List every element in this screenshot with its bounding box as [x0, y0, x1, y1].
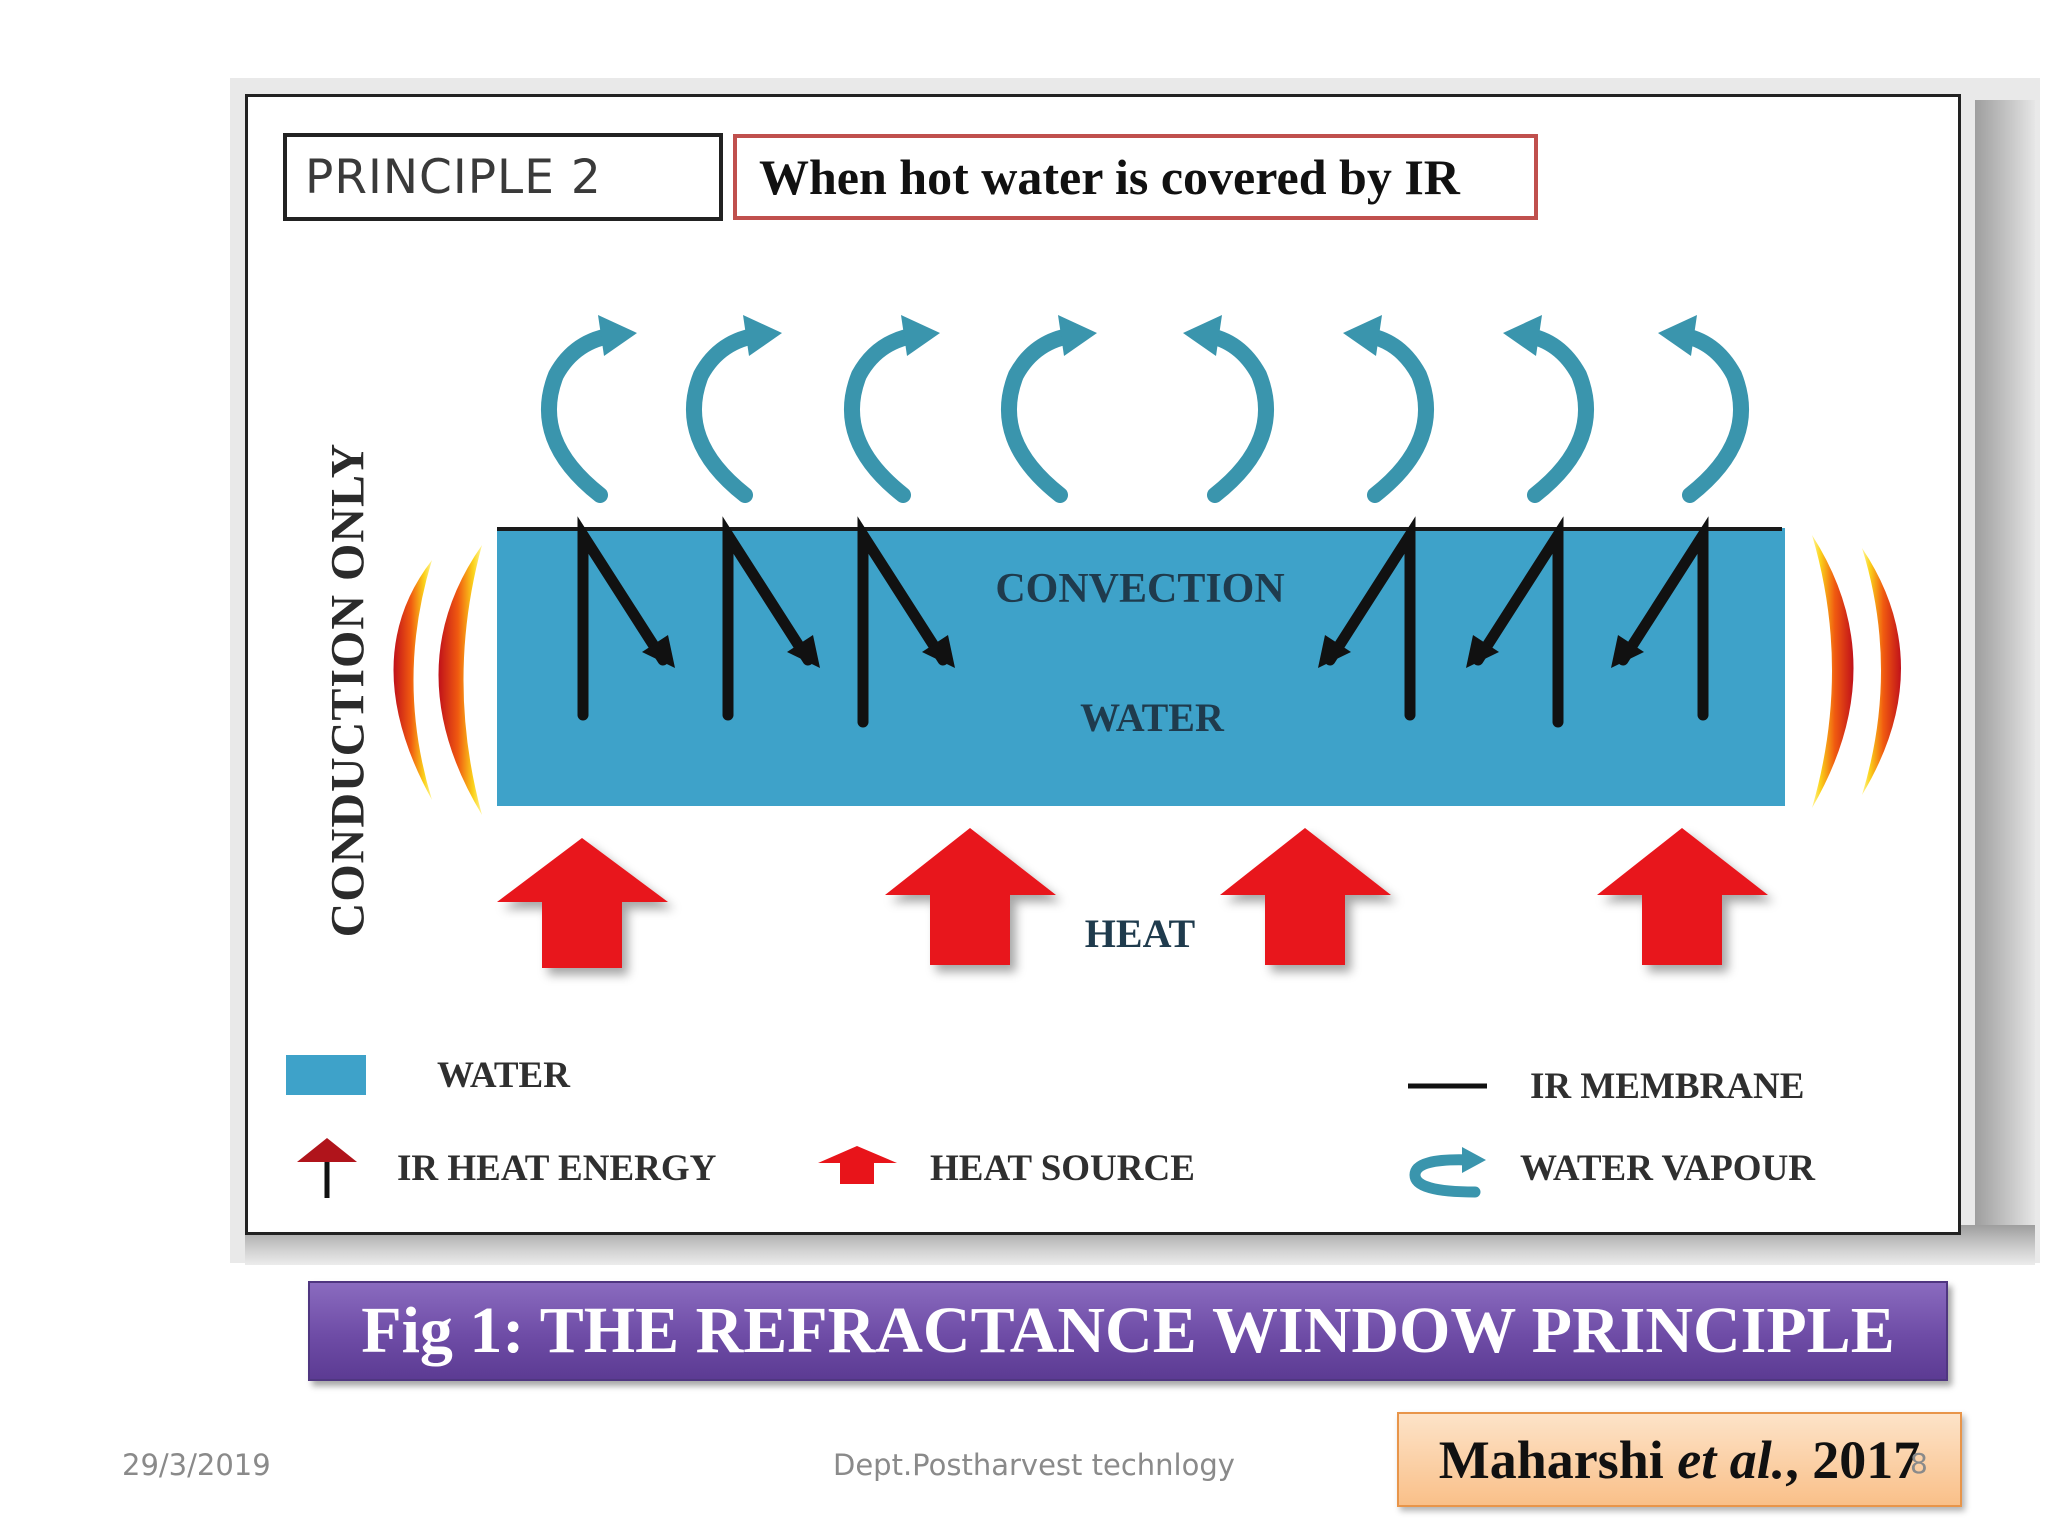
figure-caption: Fig 1: THE REFRACTANCE WINDOW PRINCIPLE — [308, 1281, 1948, 1381]
conduction-only-label: CONDUCTION ONLY — [321, 442, 375, 938]
legend-water-label: WATER — [437, 1055, 571, 1096]
vapour-arrowheads — [598, 315, 1697, 356]
ir-arrowheads-right — [1318, 635, 1644, 668]
ir-arrows-right — [1324, 516, 1709, 728]
ir-arrowheads-left — [642, 635, 955, 668]
legend-ir-membrane-label: IR MEMBRANE — [1530, 1066, 1804, 1107]
citation-year: , 2017 — [1785, 1429, 1921, 1490]
citation-etal: et al. — [1677, 1429, 1786, 1490]
legend-ir-heat-energy-icon — [297, 1138, 357, 1198]
heat-arrows — [497, 828, 1768, 968]
legend-heat-source-icon — [818, 1146, 897, 1184]
heat-label: HEAT — [1085, 911, 1196, 956]
legend-ir-heat-energy-label: IR HEAT ENERGY — [397, 1148, 717, 1189]
principle-label: PRINCIPLE 2 — [283, 133, 723, 221]
legend-water-vapour-icon — [1409, 1147, 1486, 1198]
water-body — [497, 528, 1785, 806]
footer-date: 29/3/2019 — [122, 1448, 271, 1482]
legend-heat-source-label: HEAT SOURCE — [930, 1148, 1195, 1189]
vapour-arrows — [541, 327, 1749, 503]
water-inside-label: WATER — [1080, 695, 1225, 740]
subtitle-box: When hot water is covered by IR — [733, 134, 1538, 220]
ir-arrows-left — [577, 516, 949, 728]
legend-water-swatch — [286, 1055, 366, 1095]
right-ir-waves — [1812, 535, 1901, 808]
convection-label: CONVECTION — [995, 566, 1284, 612]
citation-box: Maharshi et al., 2017 — [1397, 1412, 1962, 1507]
footer-department: Dept.Postharvest technlogy — [833, 1448, 1235, 1482]
legend-water-vapour-label: WATER VAPOUR — [1520, 1148, 1816, 1189]
figure-shadow-right — [1975, 100, 2035, 1260]
citation-author: Maharshi — [1438, 1429, 1678, 1490]
page-number: 8 — [1910, 1447, 1928, 1480]
left-ir-waves — [393, 545, 482, 815]
